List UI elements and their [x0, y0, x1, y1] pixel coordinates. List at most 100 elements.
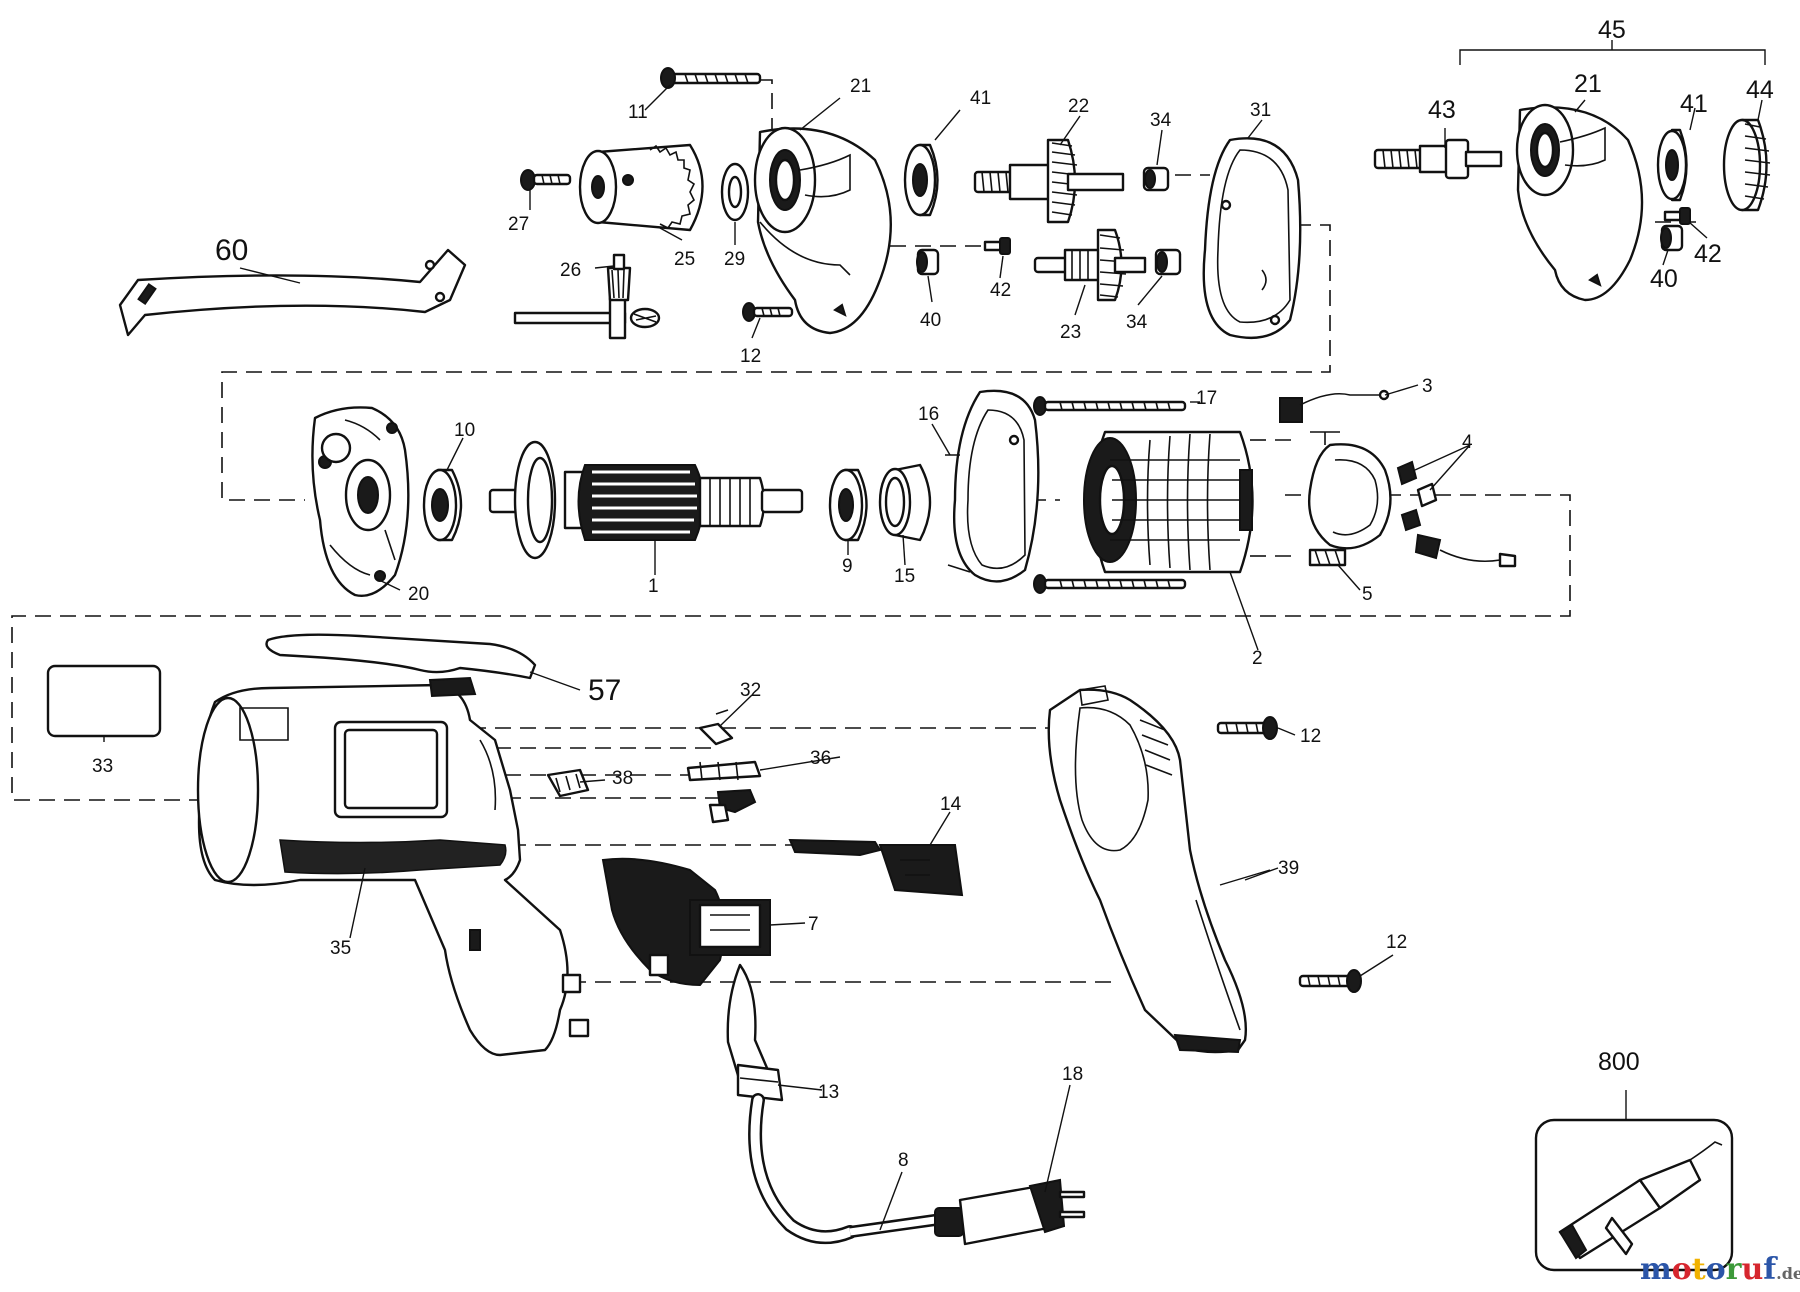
part-60-strap	[118, 248, 467, 337]
leader-lines	[103, 84, 1763, 1231]
part-16-baffle	[945, 389, 1040, 583]
part-36b-clip	[708, 788, 757, 824]
label-40b: 40	[1650, 265, 1678, 293]
label-800: 800	[1598, 1048, 1640, 1076]
part-21-gear-case-alt	[1515, 103, 1644, 302]
part-5-brush	[1308, 533, 1517, 568]
part-44-ring-gear	[1722, 118, 1771, 212]
part-43-spindle	[1373, 138, 1503, 180]
part-41-bearing	[903, 143, 939, 217]
part-33-label	[46, 664, 162, 738]
label-41b: 41	[1680, 90, 1708, 118]
label-34b: 34	[1126, 312, 1148, 333]
part-40-bushing-alt	[1660, 224, 1684, 252]
label-1: 1	[648, 576, 659, 597]
part-40-bushing	[916, 248, 940, 276]
part-14-switch-lever	[788, 838, 964, 897]
label-38: 38	[612, 768, 633, 789]
label-29: 29	[724, 249, 745, 270]
label-57: 57	[588, 674, 621, 707]
part-17-long-screw	[1033, 396, 1187, 416]
wm-f: f	[1763, 1252, 1778, 1287]
wm-r: r	[1726, 1252, 1743, 1287]
part-31-baffle-plate	[1202, 137, 1302, 339]
part-27-screw	[520, 169, 572, 191]
part-15-bearing-sleeve	[878, 463, 932, 542]
label-34: 34	[1150, 110, 1172, 131]
label-32: 32	[740, 680, 761, 701]
part-29-washer	[720, 162, 750, 222]
part-32-terminal	[698, 709, 734, 746]
label-16: 16	[918, 404, 939, 425]
part-11-screw	[660, 67, 762, 89]
label-36: 36	[810, 748, 831, 769]
label-26: 26	[560, 260, 581, 281]
wm-m: m	[1640, 1252, 1672, 1287]
label-40: 40	[920, 310, 941, 331]
label-2: 2	[1252, 648, 1263, 669]
part-800-inset	[1534, 1118, 1734, 1272]
wm-o1: o	[1672, 1252, 1692, 1287]
label-27: 27	[508, 214, 529, 235]
label-9: 9	[842, 556, 853, 577]
label-4: 4	[1462, 432, 1473, 453]
part-12-screw-top	[742, 302, 794, 322]
label-43: 43	[1428, 96, 1456, 124]
label-7: 7	[808, 914, 819, 935]
label-5: 5	[1362, 584, 1373, 605]
label-42: 42	[990, 280, 1011, 301]
label-23: 23	[1060, 322, 1081, 343]
part-12-screw-low	[1298, 969, 1362, 993]
label-15: 15	[894, 566, 915, 587]
part-3-brush	[1279, 389, 1390, 423]
part-7-switch	[601, 857, 771, 987]
label-60: 60	[215, 234, 248, 267]
label-17: 17	[1196, 388, 1217, 409]
label-21: 21	[850, 76, 871, 97]
part-8-cord	[748, 1093, 936, 1245]
part-12-screw-mid	[1216, 716, 1278, 740]
label-8: 8	[898, 1150, 909, 1171]
part-22-spindle-gear	[973, 138, 1125, 224]
part-35-housing-half	[196, 676, 590, 1057]
label-25: 25	[674, 249, 695, 270]
part-10-bearing	[422, 468, 463, 542]
label-20: 20	[408, 584, 429, 605]
part-26-chuck-key	[513, 253, 661, 340]
label-14: 14	[940, 794, 962, 815]
label-41: 41	[970, 88, 991, 109]
part-18-plug	[934, 1178, 1086, 1246]
label-13: 13	[818, 1082, 839, 1103]
svg-text:motoruf.de: motoruf.de	[1640, 1252, 1800, 1287]
label-42b: 42	[1694, 240, 1722, 268]
part-39-housing-half	[1047, 685, 1247, 1054]
part-57-nameplate	[265, 633, 537, 680]
part-36-clip	[686, 760, 762, 782]
label-35: 35	[330, 938, 351, 959]
part-38-clamp	[546, 768, 590, 798]
part-34-bearing-upper	[1142, 166, 1170, 192]
label-12c: 12	[1386, 932, 1407, 953]
label-31: 31	[1250, 100, 1271, 121]
part-42-screw-alt	[1663, 207, 1691, 225]
label-39: 39	[1278, 858, 1299, 879]
label-33: 33	[92, 756, 113, 777]
label-11: 11	[628, 102, 648, 123]
part-9-bearing	[828, 468, 868, 542]
part-labels: 11 21 41 22 34 31 27 25 29 26 12 40 42 2…	[92, 16, 1774, 1171]
part-34-bearing-lower	[1154, 248, 1182, 276]
part-21-gear-case	[753, 126, 892, 335]
label-12: 12	[740, 346, 761, 367]
part-20-end-plate	[311, 406, 410, 597]
wm-o2: o	[1706, 1252, 1726, 1287]
wm-suffix: .de	[1776, 1264, 1800, 1283]
wm-u: u	[1741, 1252, 1763, 1287]
label-12b: 12	[1300, 726, 1321, 747]
part-41-bearing-alt	[1656, 128, 1688, 202]
label-3: 3	[1422, 376, 1433, 397]
label-45: 45	[1598, 16, 1626, 44]
part-4-brush-holder	[1308, 431, 1438, 550]
part-23-intermediate-gear	[1033, 228, 1147, 302]
label-22: 22	[1068, 96, 1089, 117]
